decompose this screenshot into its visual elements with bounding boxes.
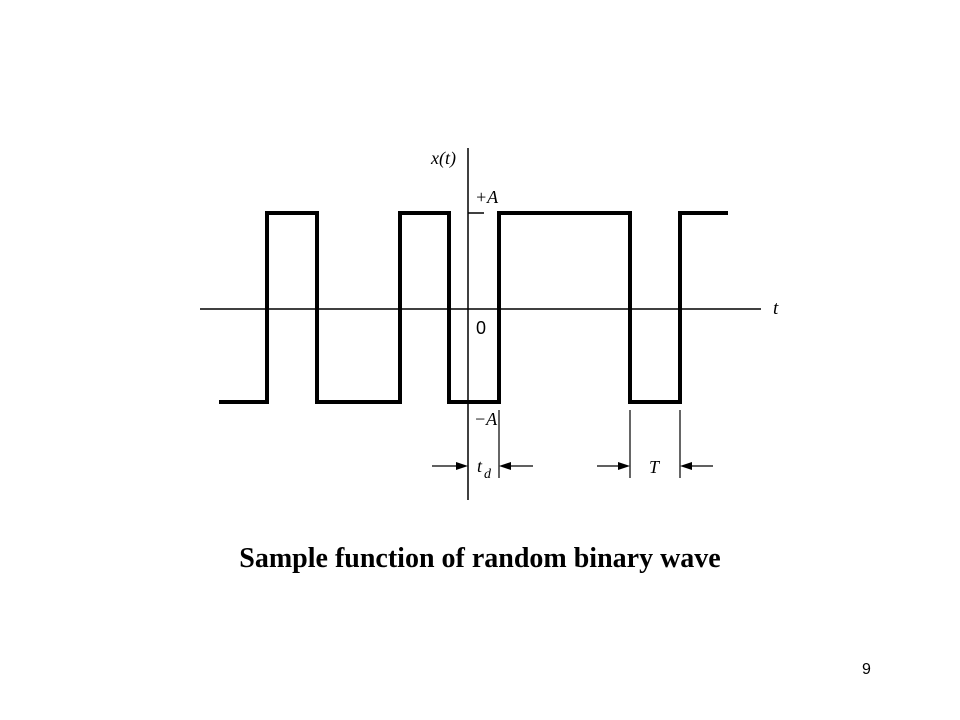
slide-caption: Sample function of random binary wave [239,543,721,574]
td-label: t [477,456,483,476]
period-label: T [649,457,661,477]
page-number: 9 [862,661,871,678]
td-left-arrowhead [456,462,468,470]
origin-label: 0 [476,318,486,338]
x-axis-label: t [773,298,779,319]
plus-a-label: +A [475,187,499,207]
y-axis-label: x(t) [430,148,456,169]
td-subscript: d [484,467,492,482]
period-right-arrowhead [680,462,692,470]
binary-waveform [219,211,728,404]
td-right-arrowhead [499,462,511,470]
minus-a-label: −A [474,409,498,429]
period-left-arrowhead [618,462,630,470]
